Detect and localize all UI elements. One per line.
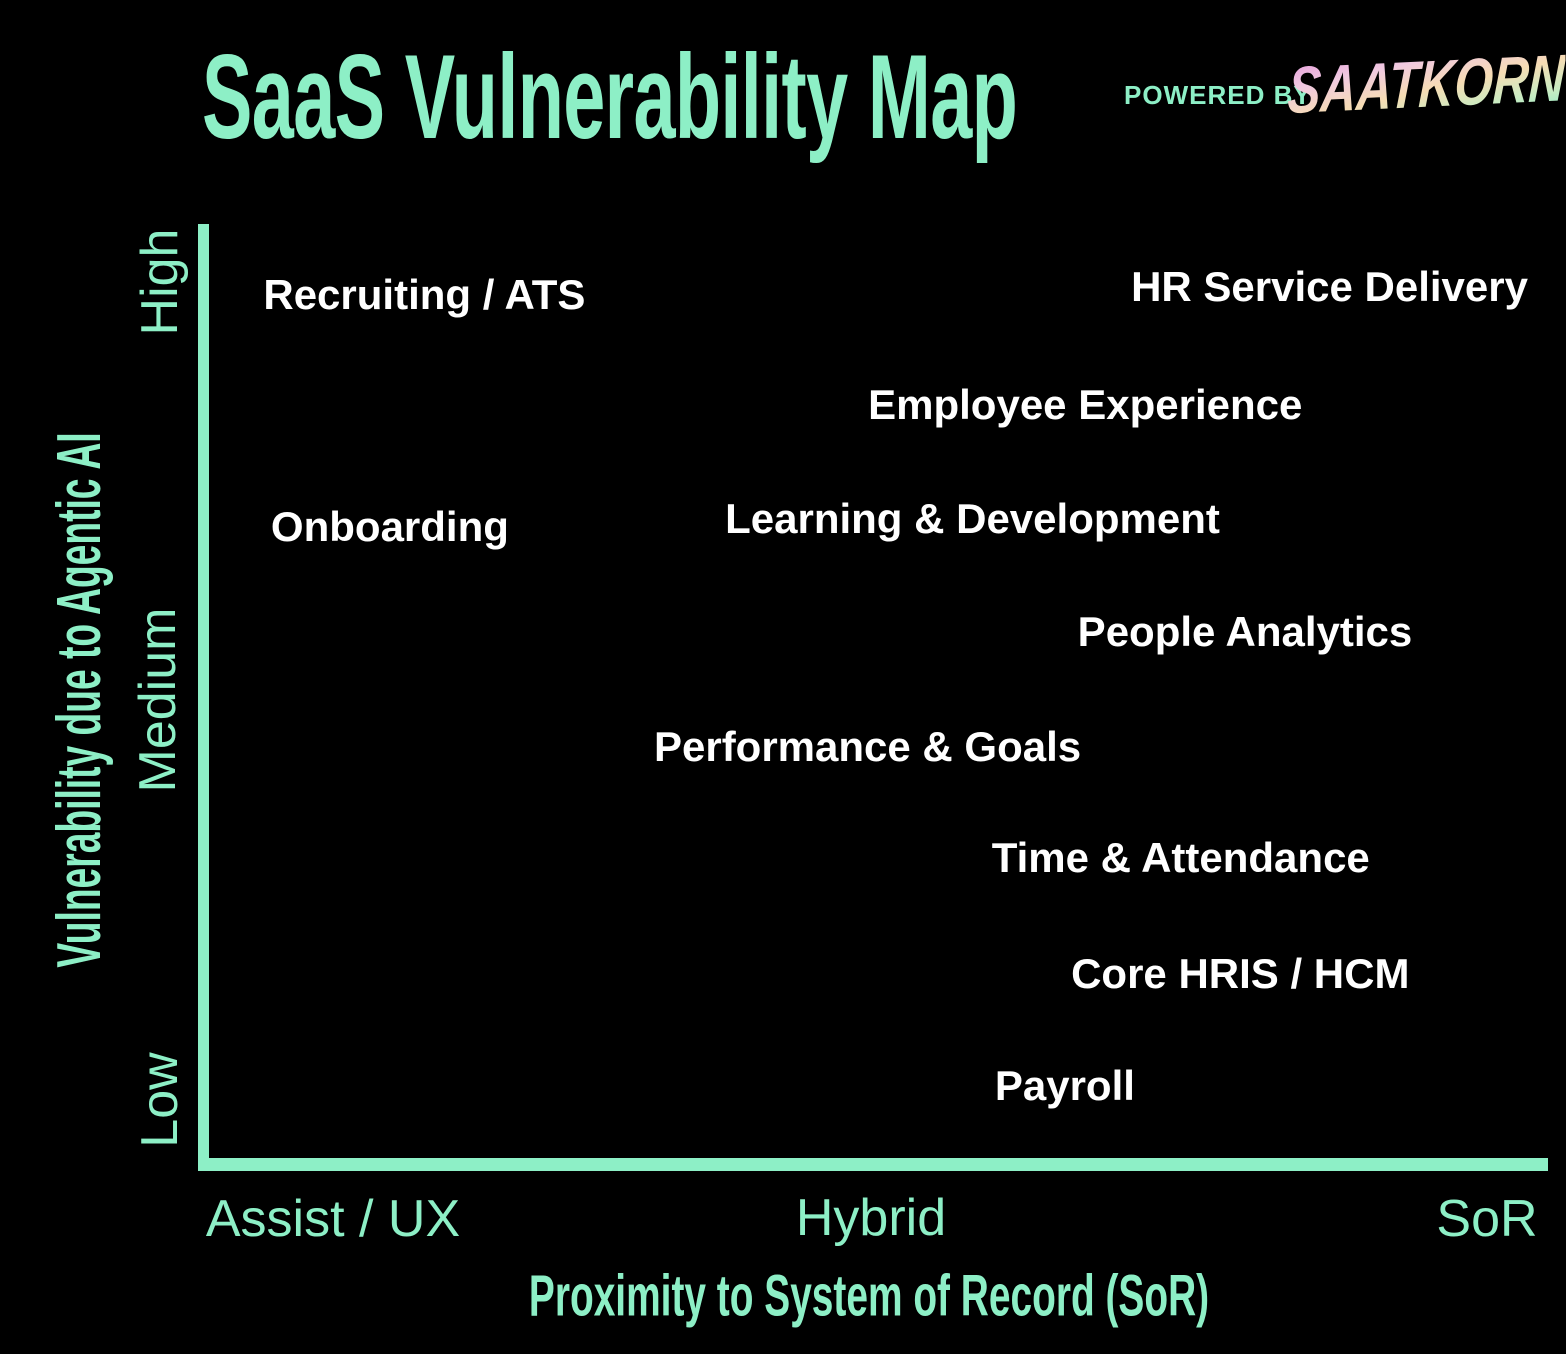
x-axis-line xyxy=(198,1158,1548,1171)
point-label: Core HRIS / HCM xyxy=(1071,949,1410,997)
saatkorn-brand-logo: SAATKORN xyxy=(1286,40,1566,128)
point-label: Recruiting / ATS xyxy=(263,271,586,319)
x-axis-title: Proximity to System of Record (SoR) xyxy=(528,1263,1210,1329)
point-label: Performance & Goals xyxy=(653,723,1082,771)
y-tick-medium: Medium xyxy=(129,607,187,793)
x-tick-hybrid: Hybrid xyxy=(795,1189,947,1247)
x-tick-sor: SoR xyxy=(1436,1190,1538,1248)
point-label: Employee Experience xyxy=(868,380,1303,428)
point-label: Onboarding xyxy=(270,502,509,550)
y-axis-title: Vulnerability due to Agentic AI xyxy=(45,432,114,968)
point-label: Learning & Development xyxy=(725,494,1220,542)
y-tick-low: Low xyxy=(131,1052,189,1148)
y-axis-line xyxy=(198,224,209,1170)
point-label: People Analytics xyxy=(1077,608,1413,656)
point-label: Time & Attendance xyxy=(991,834,1370,882)
page-title: SaaS Vulnerability Map xyxy=(202,30,1018,164)
point-label: Payroll xyxy=(994,1061,1135,1109)
powered-by-label: POWERED BY xyxy=(1124,80,1312,110)
x-tick-assist-ux: Assist / UX xyxy=(205,1190,461,1248)
point-label: HR Service Delivery xyxy=(1131,263,1528,311)
y-tick-high: High xyxy=(131,228,189,336)
